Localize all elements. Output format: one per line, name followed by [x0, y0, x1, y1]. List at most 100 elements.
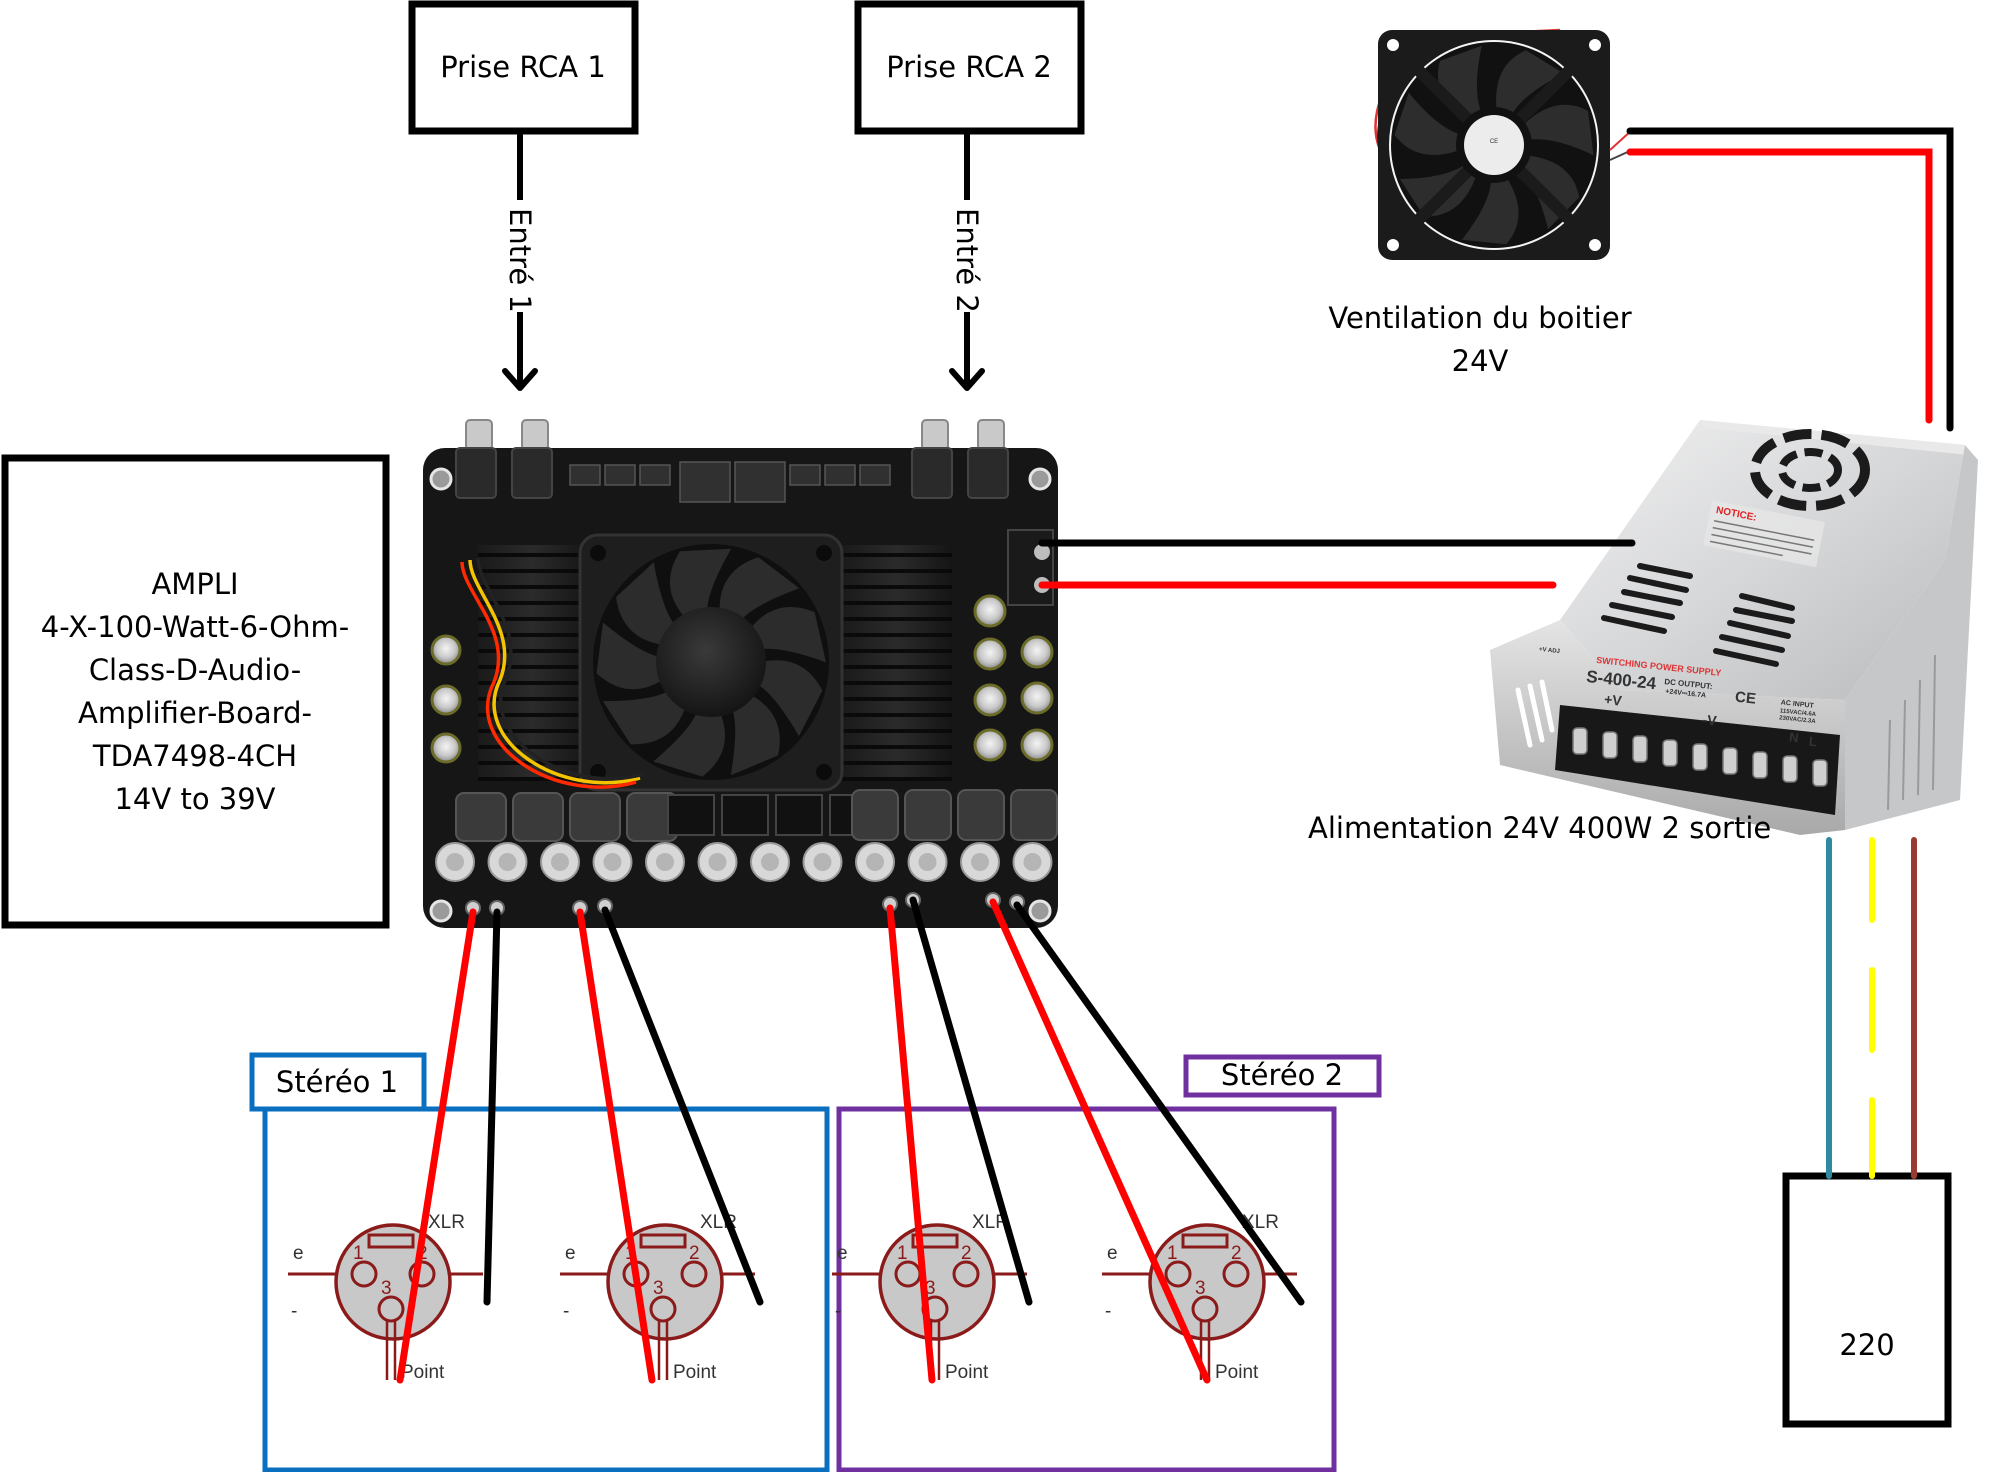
psu-notice-sticker: NOTICE:: [1703, 500, 1825, 568]
xlr-name-label: XLR: [428, 1212, 465, 1233]
stereo-1-label: Stéréo 1: [276, 1065, 398, 1099]
xlr-pin-1: [1164, 1260, 1192, 1288]
rca-box-2: [854, 0, 1085, 135]
heatsink-right: [842, 545, 952, 780]
xlr-key: [367, 1233, 415, 1249]
speaker-wire-3-positive: [886, 904, 936, 1384]
stereo-group-1: Stéréo 1: [249, 1052, 830, 1472]
mains-label: 220: [1839, 1328, 1894, 1362]
speaker-wire-2-negative: [601, 906, 764, 1306]
mains-220: 220: [1782, 1172, 1952, 1428]
xlr-pin-2-label: 2: [689, 1243, 700, 1264]
psu-ac-115: 115VAC/4.6A: [1780, 708, 1817, 718]
psu-ac-input: AC INPUT: [1780, 699, 1814, 709]
psu-neutral: N: [1788, 729, 1799, 745]
board-rca-jacks: [465, 419, 1005, 451]
speaker-wire-1-positive: [396, 908, 477, 1384]
power-supply-unit: NOTICE: SWITCHING POWER SUPPLY S-400-24 …: [1490, 420, 1978, 835]
xlr-pin-2: [1222, 1260, 1250, 1288]
xlr-pin-3-label: 3: [653, 1278, 664, 1299]
psu-side-face: [1845, 445, 1978, 830]
case-fan-icon: CE: [1374, 28, 1633, 260]
xlr-name-label: XLR: [972, 1212, 1009, 1233]
xlr-left-fragment: e: [565, 1243, 576, 1264]
xlr-body: [878, 1223, 996, 1341]
left-capacitors: [430, 634, 462, 764]
amplifier-line-6: 14V to 39V: [114, 782, 275, 816]
amplifier-box: [1, 454, 390, 929]
heatsink-left: [478, 545, 588, 780]
amplifier-line-2: 4-X-100-Watt-6-Ohm-: [41, 610, 349, 644]
xlr-dash-fragment: -: [291, 1301, 297, 1322]
xlr-body: [606, 1223, 724, 1341]
xlr-pin-3: [377, 1295, 405, 1323]
xlr-pin-3: [649, 1295, 677, 1323]
xlr-dash-fragment: -: [1105, 1301, 1111, 1322]
mounting-holes: [429, 467, 1052, 923]
input-2-label: Entré 2: [950, 208, 984, 313]
psu-dc-rating: +24V⎓16.7A: [1665, 688, 1706, 699]
xlr-pin-2: [952, 1260, 980, 1288]
xlr-dash-fragment: -: [563, 1301, 569, 1322]
fan-power-wire-positive: [1626, 148, 1933, 424]
fan-power-wire-negative: [1626, 127, 1954, 432]
rca-input-1: Prise RCA 1 Entré 1: [408, 0, 639, 391]
xlr-left-fragment: e: [1107, 1243, 1118, 1264]
xlr-left-fragment: e: [837, 1243, 848, 1264]
xlr-pin-3-label: 3: [1195, 1278, 1206, 1299]
xlr-pin-3-label: 3: [925, 1278, 936, 1299]
rca-input-2: Prise RCA 2 Entré 2: [854, 0, 1085, 391]
input-1-label: Entré 1: [503, 208, 537, 313]
xlr-pin-2-label: 2: [961, 1243, 972, 1264]
psu-vent-slots: [1601, 563, 1795, 667]
xlr-pin-2-label: 2: [1231, 1243, 1242, 1264]
xlr-key: [639, 1233, 687, 1249]
case-fan-label-line2: 24V: [1452, 344, 1509, 378]
board-fan-cable: [460, 557, 645, 789]
xlr-key: [911, 1233, 959, 1249]
psu-line: L: [1808, 734, 1818, 750]
xlr-pin-1-label: 1: [897, 1243, 908, 1264]
xlr-point-label: Point: [945, 1362, 989, 1383]
xlr-key: [1181, 1233, 1229, 1249]
xlr-pin-1-label: 1: [353, 1243, 364, 1264]
stereo-2-tab: [1183, 1054, 1382, 1098]
svg-text:CE: CE: [1490, 139, 1498, 145]
xlr-pin-3-label: 3: [381, 1278, 392, 1299]
psu-adj: +V ADJ: [1539, 647, 1560, 655]
xlr-pin-1-label: 1: [1167, 1243, 1178, 1264]
amplifier-line-4: Amplifier-Board-: [78, 696, 312, 730]
psu-screws: [1572, 727, 1828, 787]
xlr-pin-3: [1191, 1295, 1219, 1323]
fan-label-sticker: [1464, 115, 1524, 175]
xlr-point-label: Point: [1215, 1362, 1259, 1383]
xlr-point-label: Point: [401, 1362, 445, 1383]
amplifier-description: AMPLI 4-X-100-Watt-6-Ohm- Class-D-Audio-…: [1, 454, 390, 929]
right-capacitors: [973, 594, 1054, 762]
rca-box-2-label: Prise RCA 2: [886, 50, 1052, 84]
rca-box-1-label: Prise RCA 1: [440, 50, 606, 84]
xlr-dash-fragment: -: [835, 1301, 841, 1322]
xlr-pin-2: [408, 1260, 436, 1288]
stereo-1-box: [262, 1106, 830, 1472]
amplifier-line-3: Class-D-Audio-: [89, 653, 301, 687]
psu-plus-v: +V: [1603, 691, 1623, 709]
output-capacitors: [435, 842, 1053, 882]
psu-ac-230: 230VAC/2.3A: [1779, 715, 1817, 725]
amplifier-line-5: TDA7498-4CH: [92, 739, 297, 773]
amplifier-line-1: AMPLI: [151, 567, 238, 601]
xlr-pin-1: [350, 1260, 378, 1288]
psu-ce-mark: CE: [1734, 689, 1757, 708]
wires: [396, 127, 1954, 1384]
xlr-pin-2: [680, 1260, 708, 1288]
inductors: [455, 789, 1058, 842]
xlr-point-label: Point: [673, 1362, 717, 1383]
input-arrow-1-icon: [502, 368, 538, 391]
power-supply-label: Alimentation 24V 400W 2 sortie: [1308, 811, 1771, 845]
speaker-wire-2-positive: [576, 908, 656, 1384]
speaker-wire-1-negative: [483, 908, 501, 1306]
speaker-wire-4-positive: [989, 898, 1211, 1384]
case-fan-label-line1: Ventilation du boitier: [1328, 301, 1631, 335]
